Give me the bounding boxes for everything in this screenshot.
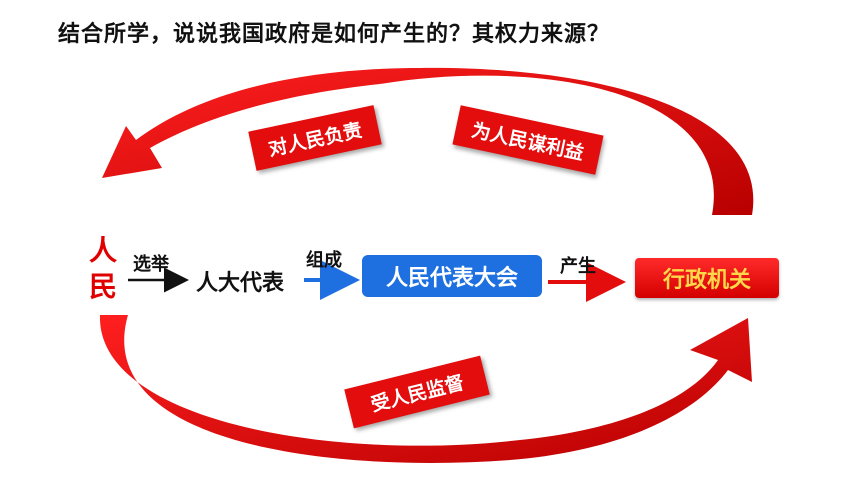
label-elect: 选举 — [133, 254, 169, 275]
question-title: 结合所学，说说我国政府是如何产生的？其权力来源？ — [58, 22, 611, 47]
people-char-2: 民 — [88, 270, 117, 303]
node-deputies: 人大代表 — [196, 271, 285, 296]
people-char-1: 人 — [88, 234, 117, 267]
label-produce: 产生 — [560, 256, 596, 277]
top-loop-arrow — [102, 67, 754, 215]
label-form: 组成 — [306, 250, 342, 271]
node-people: 人 民 — [86, 233, 120, 305]
node-npc: 人民代表大会 — [362, 255, 542, 297]
node-admin: 行政机关 — [635, 258, 779, 298]
